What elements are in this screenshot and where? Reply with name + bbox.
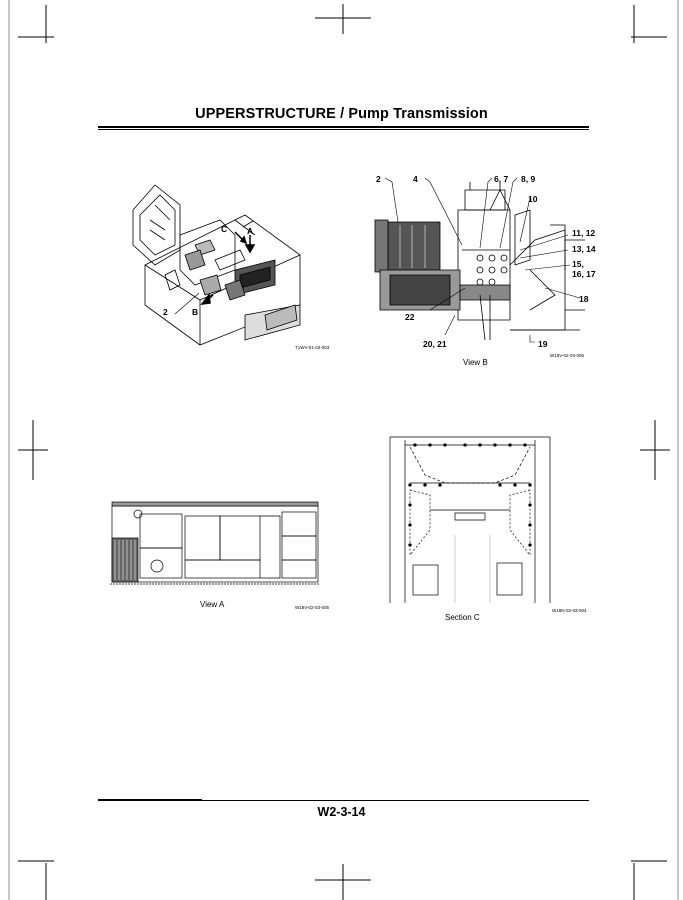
page-number: W2-3-14 bbox=[317, 805, 366, 819]
figure2-label-15: 15, bbox=[572, 259, 584, 269]
crop-mark-bottom-center bbox=[315, 864, 371, 900]
figure1-code: T1WV-01-03-003 bbox=[295, 345, 330, 350]
section-c-drawing bbox=[389, 436, 551, 603]
figure2-label-20-21: 20, 21 bbox=[423, 339, 447, 349]
view-a-drawing bbox=[110, 501, 320, 585]
figure-view-a: View A W18V-02-03-005 bbox=[110, 500, 335, 615]
crop-mark-bottom-right bbox=[631, 860, 667, 900]
figure2-label-2: 2 bbox=[376, 174, 381, 184]
page-title: UPPERSTRUCTURE / Pump Transmission bbox=[195, 106, 488, 122]
figure2-label-19: 19 bbox=[538, 339, 548, 349]
footer-rule bbox=[98, 800, 589, 801]
figure4-code: W18N-02-03-004 bbox=[552, 608, 587, 613]
figure1-label-a: A bbox=[247, 226, 254, 236]
figure2-label-16-17: 16, 17 bbox=[572, 269, 596, 279]
crop-mark-top-left bbox=[18, 5, 54, 43]
figure-upperstructure-isometric: C A 2 B T1WV-01-03-003 bbox=[125, 175, 340, 355]
header-rule bbox=[98, 126, 589, 128]
figure2-code: W18V-02-03-006 bbox=[550, 353, 585, 358]
figure1-label-c: C bbox=[221, 224, 228, 234]
isometric-drawing bbox=[132, 184, 301, 346]
figure1-label-b: B bbox=[192, 307, 199, 317]
figure3-caption: View A bbox=[200, 600, 225, 609]
figure2-caption: View B bbox=[463, 358, 488, 367]
figure2-label-13-14: 13, 14 bbox=[572, 244, 596, 254]
crop-mark-mid-right bbox=[640, 420, 670, 480]
figure3-code: W18V-02-03-005 bbox=[295, 605, 330, 610]
figure-view-b: 2 4 6, 7 8, 9 10 11, 12 13, 14 15, 16, 1… bbox=[370, 170, 596, 370]
figure4-caption: Section C bbox=[445, 613, 480, 622]
figure2-label-11-12: 11, 12 bbox=[572, 228, 596, 238]
crop-mark-top-center bbox=[315, 4, 371, 34]
figure2-label-10: 10 bbox=[528, 194, 538, 204]
page-edge-left bbox=[8, 0, 10, 900]
figure-section-c: Section C W18N-02-03-004 bbox=[385, 435, 595, 630]
figure2-label-22: 22 bbox=[405, 312, 415, 322]
crop-mark-top-right bbox=[631, 5, 667, 43]
figure2-label-18: 18 bbox=[579, 294, 589, 304]
header-rule-thin bbox=[98, 129, 589, 130]
view-b-drawing bbox=[374, 177, 585, 343]
crop-mark-bottom-left bbox=[18, 860, 54, 900]
crop-mark-mid-left bbox=[18, 420, 48, 480]
figure1-label-2: 2 bbox=[163, 307, 168, 317]
figure2-label-8-9: 8, 9 bbox=[521, 174, 536, 184]
figure2-label-6-7: 6, 7 bbox=[494, 174, 509, 184]
page-edge-right bbox=[677, 0, 679, 900]
figure2-label-4: 4 bbox=[413, 174, 418, 184]
